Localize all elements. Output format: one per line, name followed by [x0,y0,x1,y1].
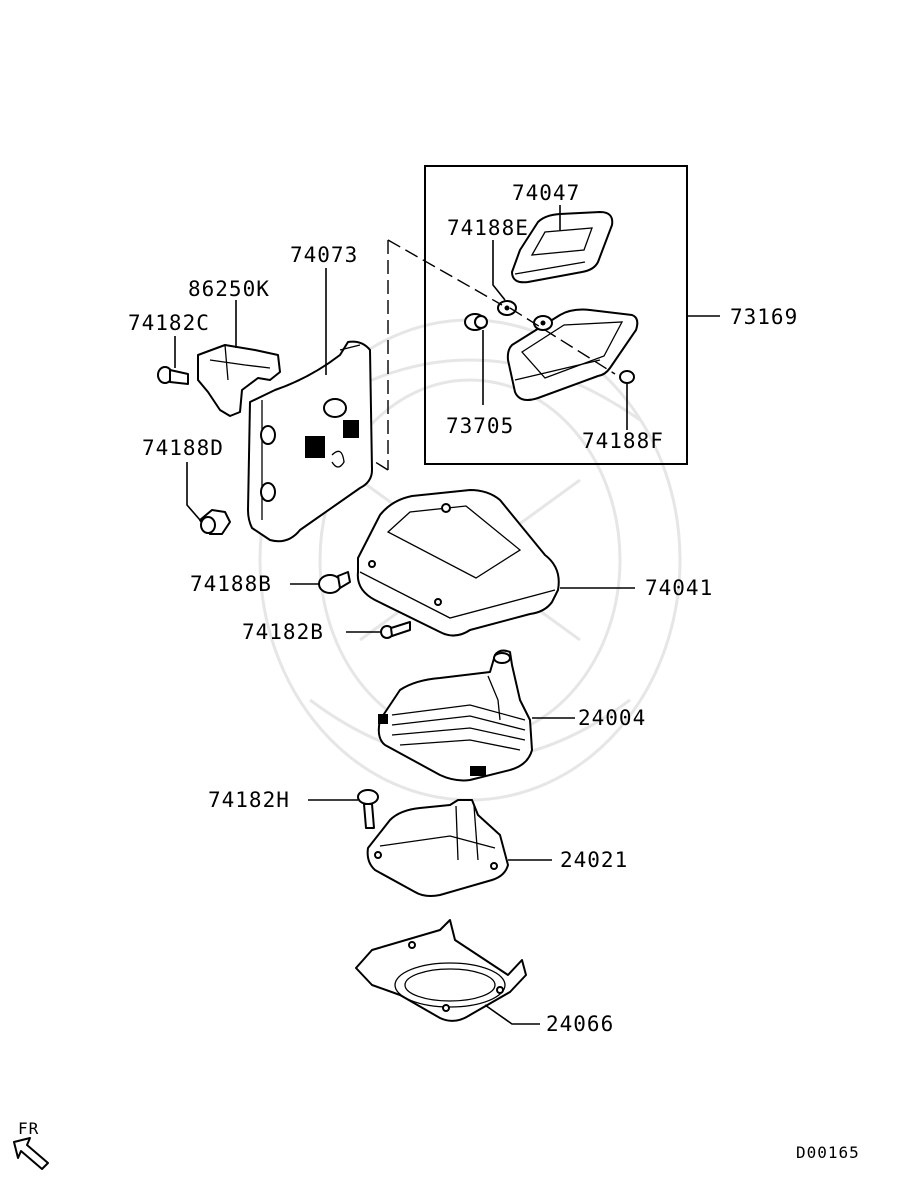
part-74188E-clip [497,300,517,316]
leader-lines [174,205,720,1025]
callout-74188D: 74188D [142,436,224,460]
callout-74041: 74041 [645,576,713,600]
callout-74073: 74073 [290,243,358,267]
callout-24021: 24021 [560,848,628,872]
callout-74047: 74047 [512,181,580,205]
part-74188D-clip [199,509,231,535]
part-74182B-screw [380,621,411,639]
part-74073-panel [247,340,373,543]
callout-24004: 24004 [578,706,646,730]
part-74182H-bolt [357,789,379,829]
callout-74182H: 74182H [208,788,290,812]
callout-24066: 24066 [546,1012,614,1036]
inset-box [424,165,688,465]
callout-74188B: 74188B [190,572,272,596]
dash-line-inset [509,307,616,375]
direction-label: FR [18,1119,39,1138]
part-24066-plate [355,919,527,1022]
callout-73169: 73169 [730,305,798,329]
part-74182C-screw [157,366,189,385]
callout-86250K: 86250K [188,277,270,301]
callout-74188E: 74188E [447,216,529,240]
part-73705-plug [464,313,488,331]
callout-73705: 73705 [446,414,514,438]
part-74041-console [356,489,560,637]
part-74188F-cap [619,370,635,384]
part-24004-boot [377,649,533,782]
callout-74182B: 74182B [242,620,324,644]
part-73169-tray [506,308,639,401]
dash-line-upper [387,239,503,306]
part-74188B-clip [318,571,351,594]
part-74047-lid [511,211,614,284]
part-24021-inner-boot [366,799,509,897]
callout-74182C: 74182C [128,311,210,335]
part-86250K-bracket [197,344,281,417]
callout-74188F: 74188F [582,429,664,453]
diagram-code: D00165 [796,1143,860,1162]
direction-arrow-icon [13,1137,49,1170]
